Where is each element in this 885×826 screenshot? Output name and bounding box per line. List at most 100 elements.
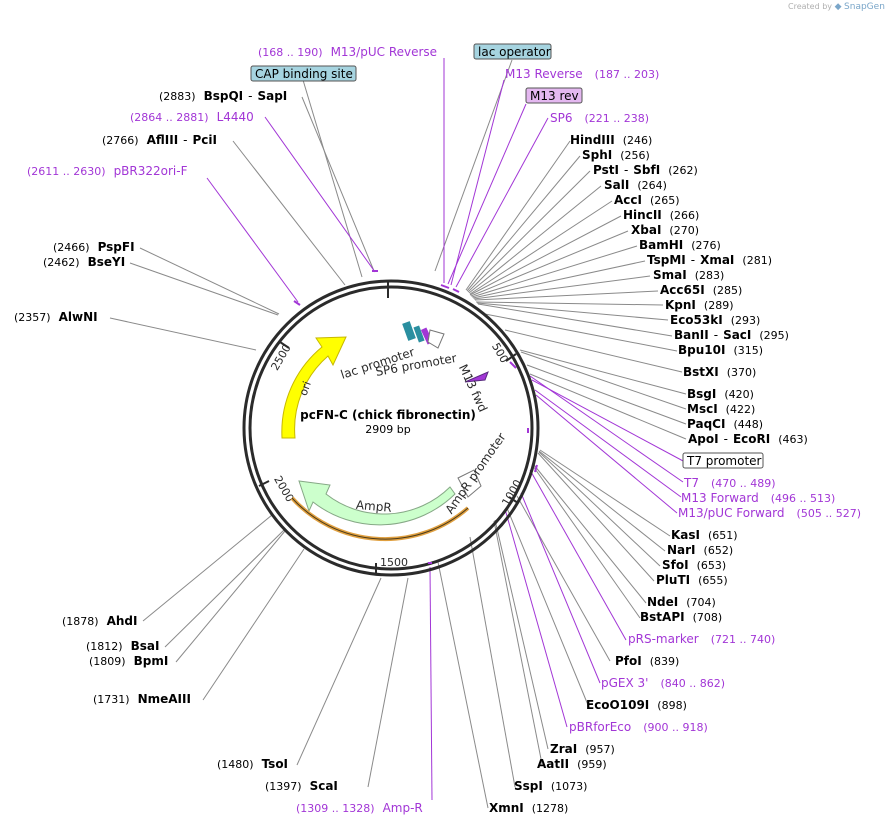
ruler	[258, 282, 519, 574]
leader-zrai	[494, 519, 549, 750]
ampr-promoter-arrow	[457, 469, 482, 498]
lac-operator-label: lac operator	[478, 45, 551, 59]
plasmid-name: pcFN-C (chick fibronectin)	[300, 408, 476, 422]
leader-bpu10i	[484, 313, 678, 352]
enzyme-labels-left: (1397)ScaI (1480)TsoI (1731)NmeAIII (180…	[14, 89, 338, 793]
cap-binding-site-box	[250, 65, 357, 82]
enzyme-hincii: HincII(266)	[623, 208, 699, 222]
ampr-orange-track-inner	[291, 497, 469, 540]
enzyme-bstapi: BstAPI(708)	[640, 610, 722, 624]
leader-sphi	[466, 155, 581, 292]
enzyme-acci: AccI(265)	[614, 193, 680, 207]
primer-mark-t7	[509, 361, 517, 369]
primer-leader-t7	[529, 375, 684, 483]
enzyme-bseyi: (2462)BseYI	[43, 255, 125, 269]
primer-leader-t7promoter	[531, 379, 686, 463]
enzyme-bamhi: BamHI(276)	[639, 238, 721, 252]
primer-marks	[293, 270, 538, 564]
leader-tspmi	[472, 260, 646, 299]
m13-rev-label: M13 rev	[530, 89, 579, 103]
ori-feature-arrow	[281, 336, 347, 439]
leader-lacop	[434, 59, 513, 272]
primer-sp6: SP6(221 .. 238)	[550, 111, 649, 125]
leader-hindiii	[465, 140, 571, 291]
ampr-promoter-label: AmpR promoter	[442, 430, 508, 516]
leader-sfoi	[538, 451, 661, 567]
enzyme-paqci: PaqCI(448)	[687, 417, 763, 431]
cap-binding-site-label: CAP binding site	[255, 67, 353, 81]
enzyme-kpni: KpnI(289)	[665, 298, 734, 312]
enzyme-zrai: ZraI(957)	[550, 742, 615, 756]
primer-leader-m13puc-forward	[535, 394, 678, 514]
lac-operator-box	[473, 43, 552, 60]
primer-t7: T7(470 .. 489)	[683, 476, 776, 490]
leader-kasi	[539, 449, 671, 537]
primer-leader-l4440	[264, 116, 376, 273]
enzyme-smai: SmaI(283)	[653, 268, 724, 282]
backbone	[242, 279, 540, 577]
primer-leader-m13-reverse	[450, 79, 505, 286]
leader-psti	[467, 170, 591, 293]
leader-ndei	[533, 464, 647, 604]
leader-scai	[367, 577, 409, 788]
watermark-created-by: Created by	[788, 2, 833, 11]
enzyme-banii: BanII-SacI(295)	[674, 328, 789, 342]
leader-bseyi	[129, 262, 279, 316]
primer-mark-pbr322ori-f	[293, 300, 301, 306]
leader-bsgi	[519, 349, 687, 395]
leader-lines	[109, 59, 687, 809]
enzyme-labels-right: HindIII(246) SphI(256) PstI-SbfI(262) Sa…	[489, 133, 808, 815]
m13-rev-box	[525, 87, 583, 104]
enzyme-xbai: XbaI(270)	[631, 223, 699, 237]
primer-leader-prs-marker	[529, 469, 627, 641]
lac-promoter-block	[402, 321, 416, 341]
enzyme-nmeaiii: (1731)NmeAIII	[93, 692, 191, 706]
primer-labels: (168 .. 190)M13/pUC Reverse M13 Reverse(…	[27, 45, 861, 815]
leader-ecoo109i	[506, 507, 589, 706]
enzyme-acc65i: Acc65I(285)	[660, 283, 742, 297]
lac-operator-block	[413, 325, 425, 343]
enzyme-sali: SalI(264)	[604, 178, 667, 192]
watermark: Created by ◆ SnapGene	[788, 2, 885, 12]
leader-bspqi	[301, 96, 375, 272]
enzyme-bpmi: (1809)BpmI	[89, 654, 168, 668]
leader-pluti	[537, 452, 655, 582]
enzyme-bsai: (1812)BsaI	[86, 639, 159, 653]
ampr-label: AmpR	[355, 498, 392, 515]
tick-1000	[508, 496, 519, 504]
m13-fwd-label: M13 fwd	[456, 362, 490, 414]
sp6-promoter-arrow	[427, 329, 445, 349]
leader-msci	[520, 351, 687, 410]
leader-cap	[302, 79, 363, 278]
primer-pgex3: pGEX 3'(840 .. 862)	[601, 676, 725, 690]
leader-smai	[473, 275, 651, 300]
enzyme-msci: MscI(422)	[687, 402, 755, 416]
primer-m13-reverse: M13 Reverse(187 .. 203)	[505, 67, 659, 81]
tick-2500	[279, 341, 290, 349]
primer-m13-forward: M13 Forward(496 .. 513)	[681, 491, 835, 505]
enzyme-kasi: KasI(651)	[671, 528, 738, 542]
enzyme-eco53ki: Eco53kI(293)	[670, 313, 760, 327]
enzyme-alwni: (2357)AlwNI	[14, 310, 98, 324]
primer-m13puc-forward: M13/pUC Forward(505 .. 527)	[678, 506, 861, 520]
primer-prs-marker: pRS-marker(721 .. 740)	[628, 632, 775, 646]
leader-bstapi	[532, 465, 641, 619]
leader-xmni	[437, 561, 489, 809]
ruler-label-2500: 2500	[269, 342, 294, 373]
primer-l4440: (2864 .. 2881)L4440	[130, 110, 254, 124]
tick-2000	[258, 480, 270, 487]
watermark-brand: SnapGene	[844, 2, 885, 12]
leader-ahdi	[142, 514, 273, 622]
enzyme-aatii: AatII(959)	[537, 757, 607, 771]
leader-alwni	[109, 317, 257, 351]
enzyme-ahdi: (1878)AhdI	[62, 614, 137, 628]
enzyme-psti: PstI-SbfI(262)	[593, 163, 698, 177]
t7-promoter-label: T7 promoter	[686, 454, 762, 468]
enzyme-nari: NarI(652)	[667, 543, 733, 557]
enzyme-bspqi: (2883)BspQI-SapI	[159, 89, 287, 103]
enzyme-xmni: XmnI(1278)	[489, 801, 568, 815]
primer-mark-m13puc-reverse	[440, 284, 450, 289]
leader-pfoi	[516, 495, 611, 662]
leader-bpmi	[175, 530, 286, 663]
